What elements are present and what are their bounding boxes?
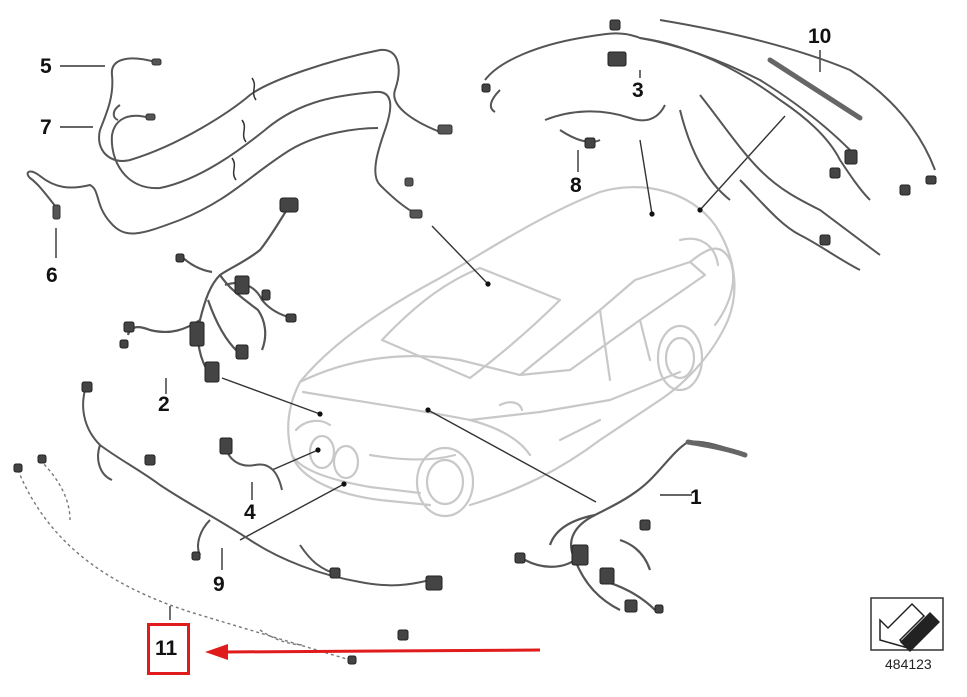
harness-11-connectors	[13, 454, 409, 665]
callout-4: 4	[244, 501, 256, 524]
diagram-reference-number: 484123	[885, 656, 932, 672]
harness-3-10-8-connectors	[481, 19, 937, 246]
leader-lines	[55, 50, 821, 620]
callout-2: 2	[158, 393, 170, 416]
callout-8: 8	[570, 174, 582, 197]
callout-10: 10	[808, 25, 832, 48]
harness-5-7-6-connectors	[52, 58, 453, 220]
leader-dots	[315, 207, 703, 487]
harness-9-connectors	[81, 381, 443, 591]
harness-11	[17, 459, 351, 661]
harness-9	[82, 389, 431, 587]
callout-11-highlight-box	[147, 623, 190, 675]
harness-4	[224, 444, 283, 491]
highlight-arrow	[205, 644, 541, 660]
harness-4-connector	[219, 437, 233, 455]
callout-11: 11	[155, 637, 178, 660]
harness-1-connectors	[514, 519, 664, 614]
car-outline	[287, 186, 736, 518]
callout-6: 6	[46, 264, 58, 287]
harness-3-10-8	[484, 19, 936, 271]
harness-10-rod	[767, 57, 863, 121]
callout-7: 7	[40, 116, 52, 139]
harness-5-7-6	[26, 48, 441, 235]
callout-3: 3	[632, 79, 644, 102]
callout-5: 5	[40, 55, 52, 78]
cable-break-marks	[231, 77, 257, 181]
callout-1: 1	[690, 486, 702, 509]
harness-2-connectors	[119, 197, 299, 383]
callout-9: 9	[213, 573, 225, 596]
harness-1-end	[685, 439, 748, 458]
direction-symbol	[870, 597, 944, 652]
